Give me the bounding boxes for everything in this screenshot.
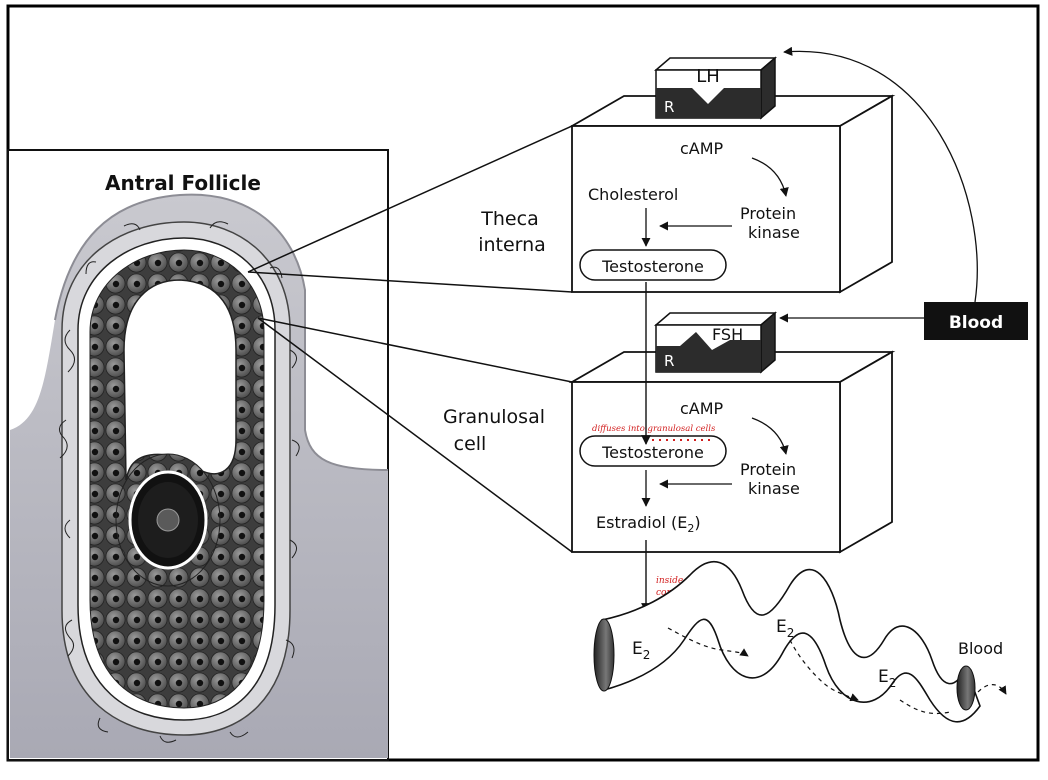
e2-flow-3	[899, 699, 951, 715]
granulosal-label-1: Granulosal	[443, 406, 545, 428]
vessel-end-right	[956, 665, 976, 711]
blood-vessel: E2 E2 E2 Blood	[593, 560, 1007, 723]
diffuses-annotation: diffuses into granulosal cells	[592, 424, 716, 434]
zoom-line	[257, 317, 573, 383]
blood-to-lh-arrow	[783, 46, 978, 303]
fsh-label: FSH	[712, 325, 743, 344]
vessel-e2-2: E2	[776, 617, 794, 640]
theca-cholesterol: Cholesterol	[588, 185, 678, 204]
e2-flow-1	[667, 627, 749, 657]
theca-cell-box: LH R cAMP Cholesterol Protein kinase Tes…	[568, 56, 896, 294]
theca-box-side	[839, 94, 893, 294]
granulosal-label-2: cell	[454, 433, 487, 455]
theca-kinase: kinase	[748, 223, 800, 242]
e2-flow-out	[977, 684, 1007, 695]
vessel-end-left	[593, 618, 615, 692]
theca-testosterone: Testosterone	[601, 257, 704, 276]
zoom-lines	[247, 125, 573, 553]
blood-box-label: Blood	[949, 313, 1003, 333]
inside-annotation-1: inside the	[656, 576, 701, 586]
theca-fibers	[59, 221, 300, 743]
blood-box	[924, 302, 1028, 340]
zoom-line	[247, 271, 573, 293]
estradiol-label: Estradiol (E2)	[596, 513, 701, 535]
theca-interna-label-1: Theca	[480, 208, 538, 230]
stroma-edge	[54, 193, 389, 471]
granulosa-kinase: kinase	[748, 479, 800, 498]
fsh-block-top	[653, 312, 778, 326]
follicle-title: Antral Follicle	[105, 171, 261, 195]
vessel-e2-1: E2	[632, 639, 650, 662]
granulosa-box-side	[839, 350, 893, 554]
vessel-e2-3: E2	[878, 667, 896, 690]
fsh-receptor	[656, 332, 761, 372]
theca-camp: cAMP	[680, 139, 724, 158]
fsh-receptor-label: R	[664, 352, 674, 370]
camp-to-kinase-arrow	[751, 157, 789, 197]
theca-interna-label-2: interna	[478, 234, 546, 256]
granulosa-protein: Protein	[740, 460, 796, 479]
vessel-blood-label: Blood	[958, 639, 1003, 658]
granulosa-cell-box: FSH R cAMP Testosterone Protein kinase E…	[568, 311, 896, 554]
theca-testosterone-pill	[579, 249, 727, 281]
zoom-line	[247, 125, 573, 273]
granulosa-camp: cAMP	[680, 399, 724, 418]
lh-receptor	[656, 88, 761, 118]
lh-receptor-label: R	[664, 98, 674, 116]
granulosa-testosterone: Testosterone	[601, 443, 704, 462]
oocyte-nucleus	[156, 508, 180, 532]
zoom-line	[257, 317, 573, 553]
lh-label: LH	[696, 66, 720, 87]
granulosa-testosterone-pill	[579, 435, 727, 467]
follicle-panel: Antral Follicle	[7, 149, 389, 761]
granulosa-box-front	[571, 381, 841, 553]
antrum	[123, 279, 237, 481]
theca-protein: Protein	[740, 204, 796, 223]
g-camp-to-kinase-arrow	[751, 417, 789, 455]
